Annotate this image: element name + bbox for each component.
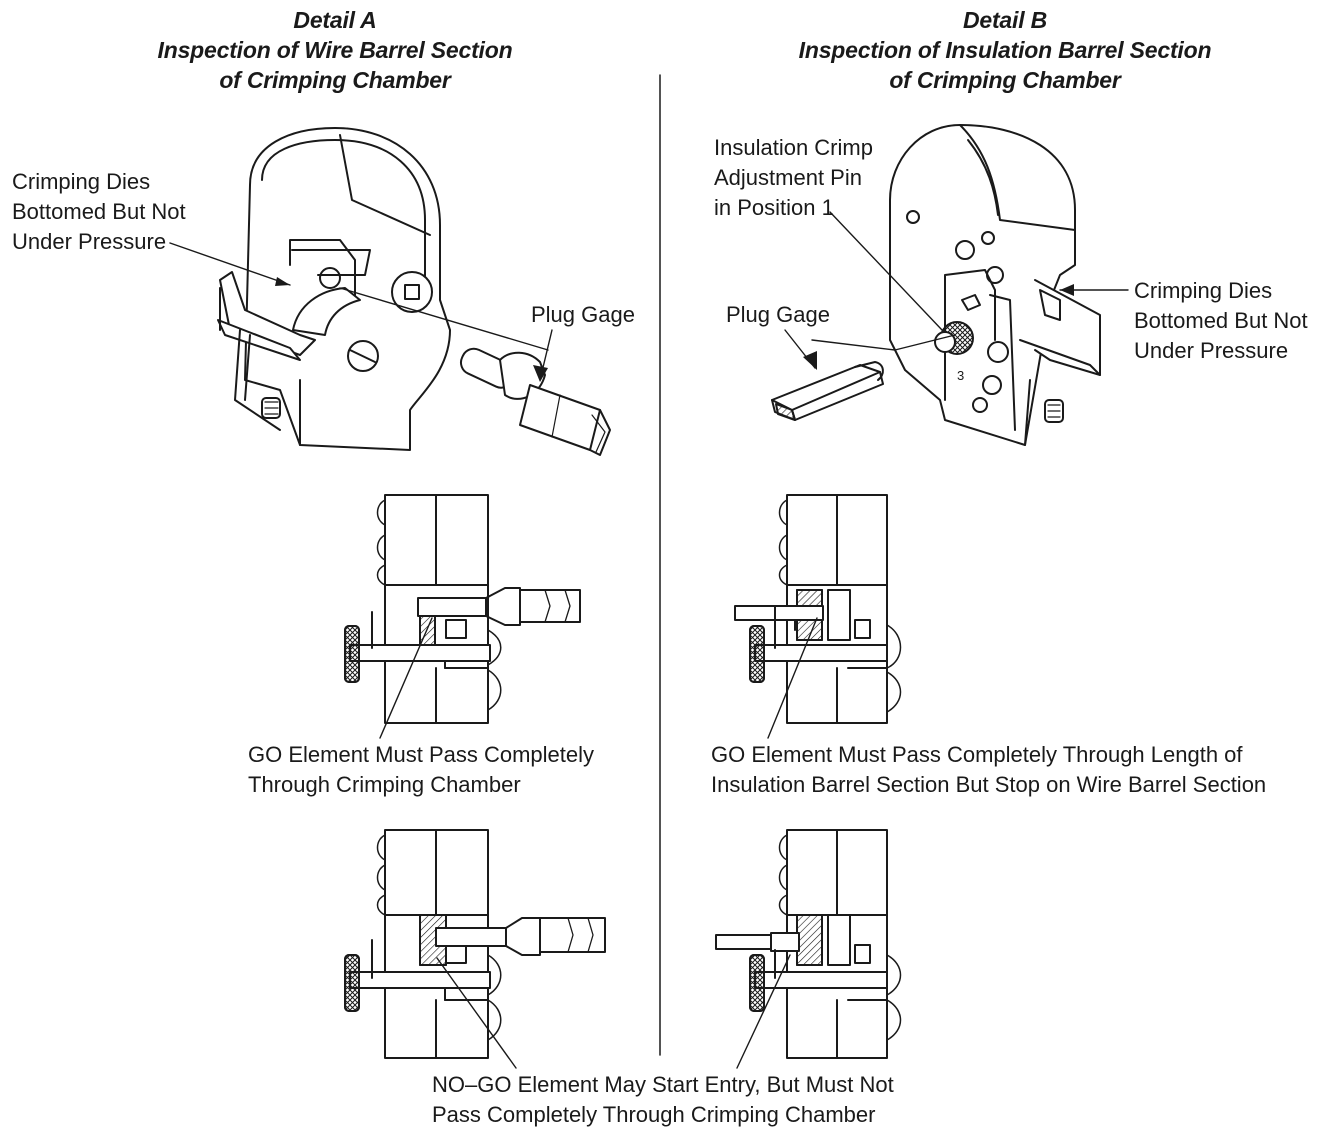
detail-a-go-label: GO Element Must Pass Completely Through … <box>248 742 595 797</box>
plug-gage-a <box>459 347 611 456</box>
section-a-go <box>344 494 581 724</box>
detail-b-crimping-dies-label: Crimping Dies Bottomed But Not Under Pre… <box>1134 278 1308 363</box>
detail-b-subheading-1: Inspection of Insulation Barrel Section <box>798 37 1212 63</box>
arrowheads <box>275 277 1074 382</box>
plug-gage-a-pointer <box>539 329 553 381</box>
leader-lines <box>169 211 1129 1069</box>
pin-position-mark: 3 <box>957 368 964 383</box>
nogo-label: NO–GO Element May Start Entry, But Must … <box>432 1072 894 1127</box>
detail-a-crimping-dies-label: Crimping Dies Bottomed But Not Under Pre… <box>12 169 186 254</box>
detail-a-subheading-1: Inspection of Wire Barrel Section <box>157 37 513 63</box>
detail-b-subheading-2: of Crimping Chamber <box>889 67 1121 93</box>
detail-a-plug-gage-label: Plug Gage <box>531 302 635 327</box>
detail-b-go-label: GO Element Must Pass Completely Through … <box>711 742 1267 797</box>
detail-b-title: Detail B Inspection of Insulation Barrel… <box>780 5 1230 95</box>
section-b-go <box>734 494 902 724</box>
detail-a-title: Detail A Inspection of Wire Barrel Secti… <box>130 5 540 95</box>
plug-gage-b <box>771 361 884 421</box>
detail-a-heading: Detail A <box>293 7 377 33</box>
section-a-nogo <box>344 829 606 1059</box>
section-b-nogo <box>715 829 902 1059</box>
detail-b-heading: Detail B <box>962 7 1048 33</box>
detail-a-subheading-2: of Crimping Chamber <box>219 67 451 93</box>
plug-gage-b-pointer <box>784 329 816 369</box>
detail-b-plug-gage-label: Plug Gage <box>726 302 830 327</box>
tool-perspective-a <box>217 127 451 451</box>
detail-b-adjustment-pin-label: Insulation Crimp Adjustment Pin in Posit… <box>714 135 873 220</box>
tool-perspective-b <box>889 124 1101 446</box>
